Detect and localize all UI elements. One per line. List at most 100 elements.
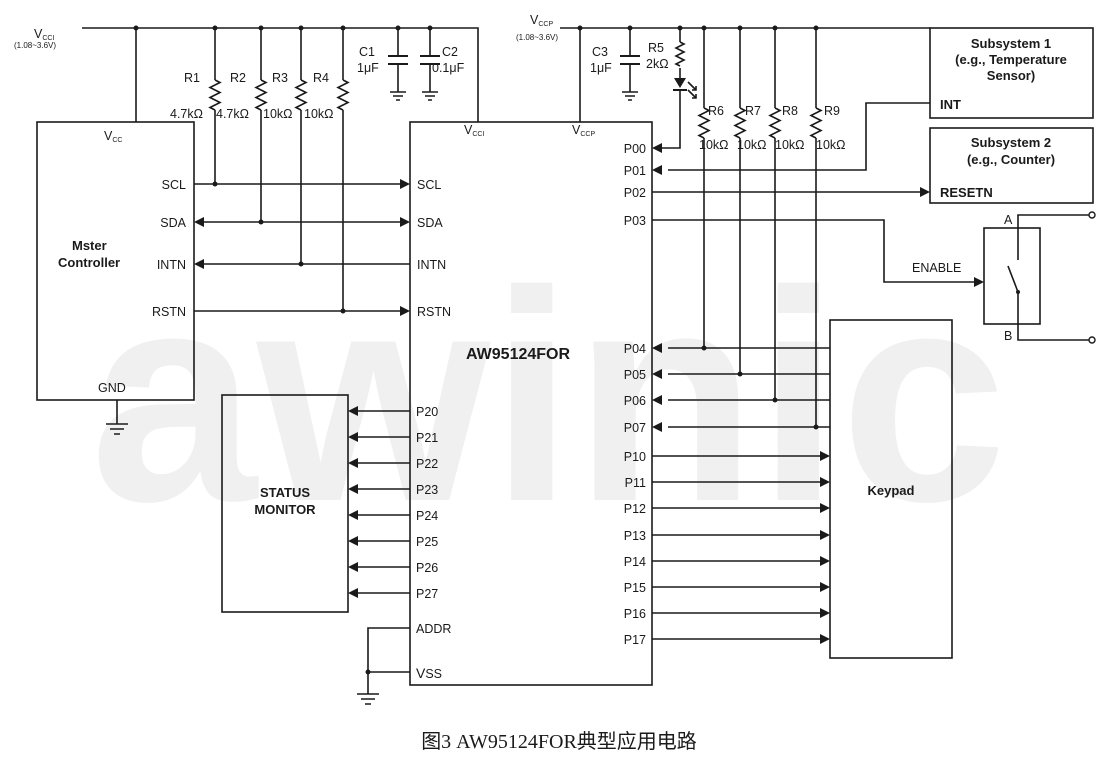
r2-symbol [254, 79, 268, 111]
chip-pin-p13: P13 [624, 529, 646, 543]
subsystem1-line2: (e.g., Temperature [955, 52, 1067, 67]
keypad-box [829, 319, 953, 659]
c2-label: C2 [442, 45, 458, 59]
c1-label: C1 [359, 45, 375, 59]
r6-value: 10kΩ [699, 138, 729, 152]
c2-symbol [420, 55, 440, 65]
subsystem1-box [929, 27, 1094, 119]
ground-master [106, 423, 128, 435]
chip-pin-p07: P07 [624, 421, 646, 435]
ground-c3 [622, 91, 638, 101]
chip-vccp-label: VCCP [572, 123, 595, 138]
keypad-label: Keypad [868, 483, 915, 498]
status-monitor-line1: STATUS [260, 485, 310, 500]
switch-contact [1007, 240, 1019, 312]
chip-vcci-label: VCCI [464, 123, 484, 138]
r2-label: R2 [230, 71, 246, 85]
ground-symbols [106, 91, 638, 705]
master-pin-gnd: GND [98, 381, 126, 395]
chip-pin-p04: P04 [624, 342, 646, 356]
c3-value: 1μF [590, 61, 612, 75]
figure-caption: 图3 AW95124FOR典型应用电路 [421, 730, 697, 753]
watermark: awinic [90, 228, 1007, 564]
status-monitor-box [221, 394, 349, 613]
wires [82, 27, 1090, 694]
subsystem1-line1: Subsystem 1 [971, 36, 1051, 51]
r9-label: R9 [824, 104, 840, 118]
vcci-range: (1.08~3.6V) [14, 41, 56, 50]
master-name-line1: Mster [72, 238, 107, 253]
master-pin-intn: INTN [157, 258, 186, 272]
subsystem2-line2: (e.g., Counter) [967, 152, 1055, 167]
subsystem1-line3: Sensor) [987, 68, 1035, 83]
chip-pin-p01: P01 [624, 164, 646, 178]
chip-pin-rstn: RSTN [417, 305, 451, 319]
c1-value: 1μF [357, 61, 379, 75]
chip-pin-p20: P20 [416, 405, 438, 419]
chip-name: AW95124FOR [466, 346, 570, 363]
master-pin-sda: SDA [160, 216, 186, 230]
r1-label: R1 [184, 71, 200, 85]
capacitor-symbols [388, 55, 640, 65]
chip-pin-p00: P00 [624, 142, 646, 156]
c3-label: C3 [592, 45, 608, 59]
chip-pin-p26: P26 [416, 561, 438, 575]
r8-value: 10kΩ [775, 138, 805, 152]
chip-pin-p15: P15 [624, 581, 646, 595]
r3-label: R3 [272, 71, 288, 85]
ground-c2 [422, 91, 438, 101]
r1-symbol [208, 79, 222, 111]
chip-pin-intn: INTN [417, 258, 446, 272]
chip-pin-p25: P25 [416, 535, 438, 549]
chip-pin-p17: P17 [624, 633, 646, 647]
r5-symbol [674, 41, 686, 67]
master-name-line2: Controller [58, 255, 120, 270]
status-monitor-line2: MONITOR [254, 502, 316, 517]
chip-pin-vss: VSS [416, 665, 442, 681]
chip-pin-p10: P10 [624, 450, 646, 464]
terminal-b [1088, 336, 1096, 344]
switch-pivot [1016, 290, 1020, 294]
r3-value: 10kΩ [263, 107, 293, 121]
switch-enable-label: ENABLE [912, 261, 961, 275]
r4-value: 10kΩ [304, 107, 334, 121]
master-pin-scl: SCL [162, 178, 186, 192]
c2-value: 0.1μF [432, 61, 465, 75]
terminal-a [1088, 211, 1096, 219]
r4-symbol [336, 79, 350, 111]
r4-label: R4 [313, 71, 329, 85]
ground-chip [357, 693, 379, 705]
vcci-label: VCCI [34, 27, 54, 42]
r2-value: 4.7kΩ [216, 107, 249, 121]
r5-value: 2kΩ [646, 57, 669, 71]
chip-pin-p24: P24 [416, 509, 438, 523]
r7-value: 10kΩ [737, 138, 767, 152]
r7-symbol [733, 107, 747, 139]
r6-symbol [697, 107, 711, 139]
r8-label: R8 [782, 104, 798, 118]
switch-box [983, 227, 1041, 325]
chip-pin-sda: SDA [417, 216, 443, 230]
r9-value: 10kΩ [816, 138, 846, 152]
chip-box [409, 121, 653, 686]
chip-pin-p03: P03 [624, 214, 646, 228]
c1-symbol [388, 55, 408, 65]
switch-label-a: A [1004, 213, 1013, 227]
r1-value: 4.7kΩ [170, 107, 203, 121]
vccp-label: VCCP [530, 13, 553, 28]
r3-symbol [294, 79, 308, 111]
subsystem2-line1: Subsystem 2 [971, 135, 1051, 150]
chip-pin-p22: P22 [416, 457, 438, 471]
subsystem2-box [929, 127, 1094, 204]
r6-label: R6 [708, 104, 724, 118]
chip-pin-p02: P02 [624, 186, 646, 200]
subsystem2-pin-resetn: RESETN [940, 185, 993, 200]
r5-label: R5 [648, 41, 664, 55]
junction-dots [133, 25, 819, 675]
ground-c1 [390, 91, 406, 101]
chip-pin-p12: P12 [624, 502, 646, 516]
chip-pin-p16: P16 [624, 607, 646, 621]
r9-symbol [809, 107, 823, 139]
chip-pin-p11: P11 [625, 476, 646, 490]
